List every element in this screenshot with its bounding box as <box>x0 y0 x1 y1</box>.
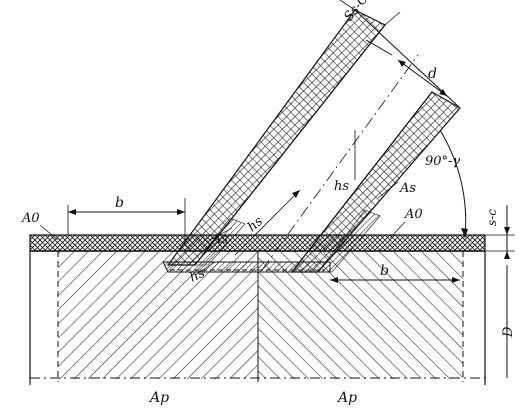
label-b-right: b <box>380 263 389 279</box>
label-as-upper: As <box>211 232 228 247</box>
label-a0-right: A0 <box>404 207 423 222</box>
shell-plate <box>29 234 486 252</box>
label-a0-left: A0 <box>21 211 40 226</box>
angle-arc <box>439 129 468 239</box>
dim-ss-c <box>339 0 401 56</box>
label-d: d <box>428 66 437 82</box>
label-b-left: b <box>115 195 124 211</box>
dim-s-c <box>485 205 515 259</box>
nozzle <box>162 9 461 273</box>
dim-b-right <box>330 277 460 283</box>
dim-b-left <box>67 198 186 240</box>
label-ap-right: Ap <box>336 390 357 406</box>
leader-lines <box>39 181 406 276</box>
dim-d <box>397 59 448 97</box>
dim-hs <box>234 130 356 256</box>
label-as-right: As <box>399 181 416 196</box>
label-D: D <box>501 326 516 338</box>
label-hs-bottom: hs <box>187 266 207 286</box>
label-s-c: s-c <box>485 209 499 226</box>
label-ap-left: Ap <box>148 390 169 406</box>
label-hs-right: hs <box>334 179 349 194</box>
label-angle: 90°-γ <box>425 154 460 169</box>
label-hs-middle: hs <box>245 214 266 235</box>
reinforcement-as <box>194 209 381 273</box>
